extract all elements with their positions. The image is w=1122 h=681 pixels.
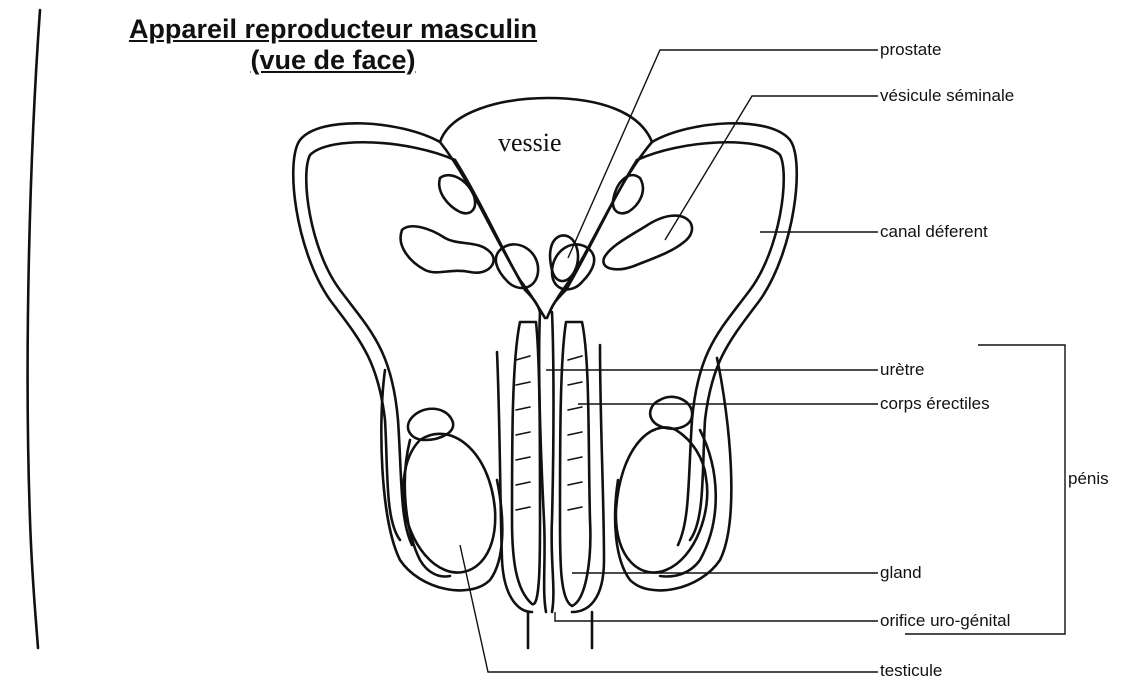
inner-left-contour [306, 142, 455, 545]
inner-right-contour [637, 142, 784, 545]
label-uretre: urètre [880, 360, 924, 380]
label-vesicule: vésicule séminale [880, 86, 1014, 106]
label-vessie: vessie [498, 128, 562, 158]
label-prostate: prostate [880, 40, 941, 60]
margin-line [28, 10, 40, 648]
label-testicule: testicule [880, 661, 942, 681]
right-epididymis [650, 397, 692, 429]
leader-orifice [555, 612, 878, 621]
right-erectile-body [560, 322, 590, 606]
label-corps: corps érectiles [880, 394, 990, 414]
erectile-hatching [516, 356, 582, 510]
label-canal: canal déferent [880, 222, 988, 242]
leader-vesicule [665, 96, 878, 240]
outer-right-contour [652, 123, 797, 540]
left-vesicle-upper [439, 175, 475, 213]
label-penis: pénis [1068, 469, 1109, 489]
right-seminal-vesicle [603, 216, 692, 270]
outer-left-contour [293, 123, 440, 540]
urethra-right-wall [552, 312, 554, 612]
leader-prostate [568, 50, 878, 258]
left-seminal-vesicle [401, 226, 494, 272]
left-erectile-body [512, 322, 540, 604]
right-testicle [616, 428, 707, 573]
label-gland: gland [880, 563, 922, 583]
penis-bracket [905, 345, 1065, 634]
label-orifice: orifice uro-génital [880, 611, 1010, 631]
